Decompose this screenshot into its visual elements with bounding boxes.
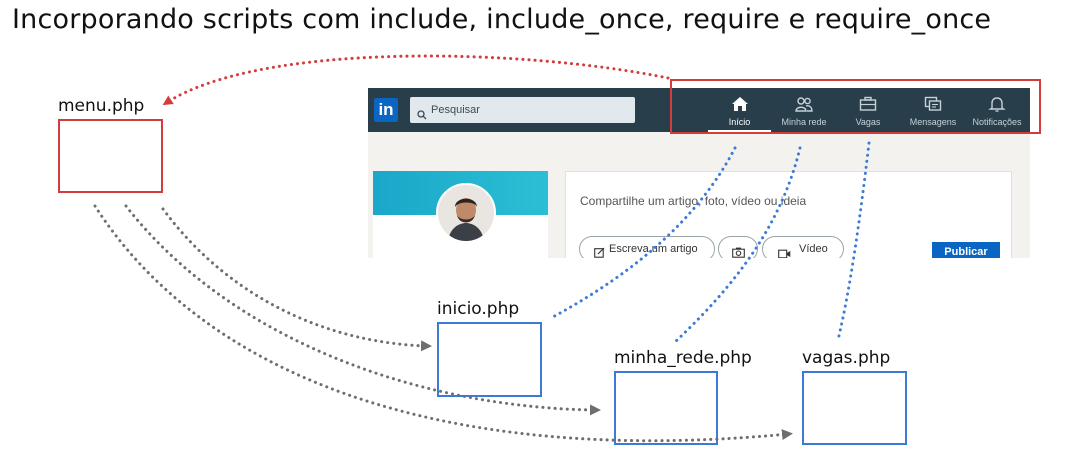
home-icon <box>731 96 749 116</box>
nav-inicio[interactable]: Início <box>708 88 771 132</box>
video-label: Vídeo <box>799 243 828 255</box>
arrow-menu-to-inicio <box>161 207 432 352</box>
search-icon <box>417 104 427 130</box>
active-indicator <box>708 130 771 132</box>
nav-mensagens-label: Mensagens <box>909 117 957 127</box>
linkedin-screenshot: in Pesquisar Início Minha rede Vagas <box>368 88 1030 258</box>
edit-icon <box>594 243 605 258</box>
camera-icon <box>732 243 745 258</box>
inicio-file-label: inicio.php <box>437 299 520 319</box>
arrow-menu-to-vagas <box>93 204 793 443</box>
nav-minha-rede[interactable]: Minha rede <box>775 88 833 132</box>
publish-button[interactable]: Publicar <box>932 242 1000 258</box>
search-input[interactable]: Pesquisar <box>410 97 635 123</box>
nav-minha-rede-label: Minha rede <box>781 117 827 127</box>
vagas-file-box <box>802 371 907 445</box>
menu-file-label: menu.php <box>58 96 145 116</box>
share-prompt[interactable]: Compartilhe um artigo, foto, vídeo ou id… <box>580 194 807 208</box>
avatar[interactable] <box>436 183 496 243</box>
linkedin-logo[interactable]: in <box>374 98 398 122</box>
video-button[interactable]: Vídeo <box>762 236 844 258</box>
network-icon <box>795 96 813 116</box>
briefcase-icon <box>859 96 877 116</box>
minha-rede-file-label: minha_rede.php <box>614 348 752 368</box>
nav-mensagens[interactable]: Mensagens <box>903 88 963 132</box>
inicio-file-box <box>437 322 542 397</box>
arrow-menu-to-file <box>162 54 670 106</box>
menu-highlight-box <box>670 79 1041 134</box>
arrow-menu-to-minha-rede <box>124 204 601 416</box>
write-article-button[interactable]: Escreva um artigo <box>579 236 715 258</box>
nav-notificacoes[interactable]: Notificações <box>967 88 1027 132</box>
minha-rede-file-box <box>614 371 718 445</box>
link-inicio-to-file <box>549 146 737 320</box>
messages-icon <box>924 96 942 116</box>
link-vagas-to-file <box>836 141 871 342</box>
vagas-file-label: vagas.php <box>802 348 891 368</box>
menu-file-box <box>58 119 163 193</box>
nav-notificacoes-label: Notificações <box>972 117 1022 127</box>
profile-card <box>373 171 548 258</box>
write-article-label: Escreva um artigo <box>609 243 698 255</box>
linkedin-navbar: in Pesquisar Início Minha rede Vagas <box>368 88 1030 132</box>
video-icon <box>778 244 791 258</box>
slide-title: Incorporando scripts com include, includ… <box>12 4 992 35</box>
photo-button[interactable] <box>718 236 758 258</box>
bell-icon <box>988 96 1006 116</box>
share-box: Compartilhe um artigo, foto, vídeo ou id… <box>565 171 1012 258</box>
nav-vagas-label: Vagas <box>855 117 881 127</box>
search-placeholder: Pesquisar <box>431 104 480 116</box>
nav-vagas[interactable]: Vagas <box>846 88 890 132</box>
nav-inicio-label: Início <box>728 117 751 127</box>
link-minha-rede-to-file <box>672 146 802 345</box>
